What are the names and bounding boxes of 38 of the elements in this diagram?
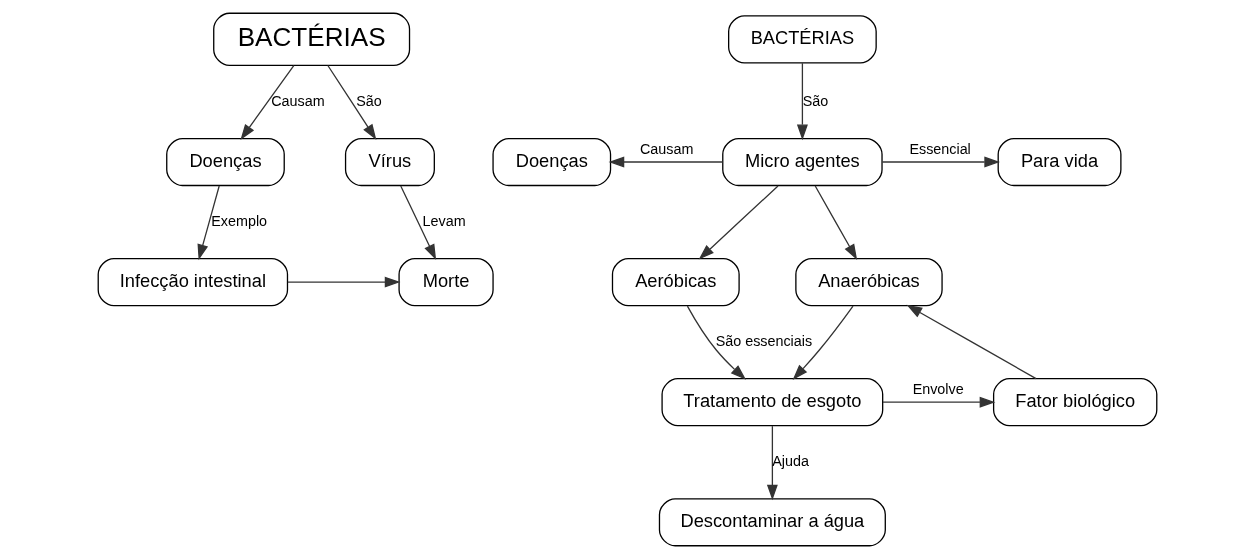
node-box: BACTÉRIAS — [213, 12, 411, 67]
edge-label: São — [802, 92, 829, 109]
arrow — [287, 276, 401, 288]
node-box: Doenças — [492, 137, 612, 187]
arrow — [796, 62, 808, 141]
edge-label: Exemplo — [211, 212, 268, 229]
arrow — [792, 305, 854, 380]
node-box: Fator biológico — [992, 378, 1158, 427]
edge-label: Causam — [271, 92, 325, 109]
arrow — [197, 185, 220, 261]
arrow — [608, 156, 724, 168]
node-box: Descontaminar a água — [658, 498, 886, 547]
node-box: Infecção intestinal — [97, 257, 289, 307]
arrow — [882, 396, 996, 408]
edge-label: Envolve — [912, 381, 964, 398]
node-box: Anaeróbicas — [795, 257, 943, 307]
arrow — [881, 156, 1000, 168]
node-box: Para vida — [997, 137, 1122, 187]
edge-label: Essencial — [909, 140, 971, 157]
node-box: Aeróbicas — [611, 257, 740, 307]
edge-label: Causam — [639, 140, 694, 157]
node-box: Tratamento de esgoto — [661, 378, 884, 427]
node-box: Micro agentes — [722, 137, 883, 187]
arrow — [698, 185, 779, 260]
edge-label: Levam — [422, 212, 466, 229]
arrow — [240, 64, 295, 140]
edge-label: São — [356, 92, 382, 109]
edge-label: São essenciais — [715, 332, 813, 349]
node-box: Morte — [398, 257, 494, 307]
node-box: Vírus — [344, 137, 435, 187]
node-box: Doenças — [166, 137, 285, 187]
arrow — [766, 425, 778, 501]
arrow — [400, 185, 437, 260]
arrow — [814, 185, 858, 260]
arrow — [686, 305, 747, 380]
arrow — [906, 304, 1037, 380]
arrow — [327, 64, 377, 140]
node-box: BACTÉRIAS — [728, 15, 877, 64]
